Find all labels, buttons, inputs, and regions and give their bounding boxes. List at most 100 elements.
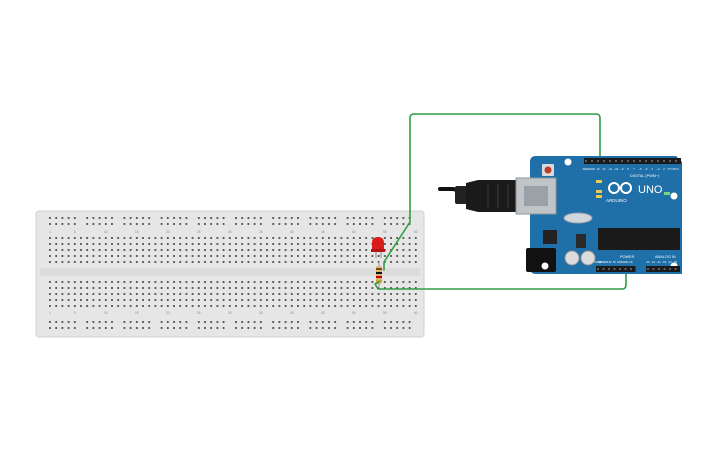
breadboard-hole[interactable] bbox=[290, 261, 293, 263]
breadboard-hole[interactable] bbox=[55, 281, 58, 283]
breadboard-hole[interactable] bbox=[216, 287, 219, 289]
breadboard-hole[interactable] bbox=[73, 261, 76, 263]
breadboard-rail-hole[interactable] bbox=[235, 327, 237, 329]
breadboard-rail-hole[interactable] bbox=[383, 327, 386, 329]
breadboard-hole[interactable] bbox=[86, 255, 89, 257]
breadboard-hole[interactable] bbox=[284, 261, 287, 263]
breadboard-hole[interactable] bbox=[216, 249, 219, 251]
breadboard-hole[interactable] bbox=[340, 249, 343, 251]
breadboard-hole[interactable] bbox=[328, 261, 330, 263]
breadboard-hole[interactable] bbox=[390, 281, 392, 283]
breadboard-rail-hole[interactable] bbox=[111, 223, 113, 225]
breadboard-hole[interactable] bbox=[80, 237, 82, 239]
breadboard-hole[interactable] bbox=[67, 237, 70, 239]
breadboard-rail-hole[interactable] bbox=[352, 327, 355, 329]
breadboard-hole[interactable] bbox=[86, 249, 89, 251]
breadboard-hole[interactable] bbox=[92, 305, 95, 307]
breadboard-hole[interactable] bbox=[49, 237, 51, 239]
breadboard-hole[interactable] bbox=[173, 249, 175, 251]
breadboard-hole[interactable] bbox=[185, 281, 188, 283]
breadboard-rail-hole[interactable] bbox=[216, 321, 219, 323]
breadboard-rail-hole[interactable] bbox=[241, 321, 244, 323]
header-pin[interactable] bbox=[613, 268, 616, 270]
breadboard-hole[interactable] bbox=[166, 255, 169, 257]
breadboard-rail-hole[interactable] bbox=[259, 223, 262, 225]
breadboard-hole[interactable] bbox=[278, 281, 281, 283]
breadboard-rail-hole[interactable] bbox=[111, 321, 113, 323]
breadboard-hole[interactable] bbox=[129, 255, 132, 257]
breadboard-rail-hole[interactable] bbox=[359, 327, 361, 329]
breadboard-hole[interactable] bbox=[185, 293, 188, 295]
breadboard-rail-hole[interactable] bbox=[321, 217, 324, 219]
breadboard-hole[interactable] bbox=[328, 299, 330, 301]
breadboard-hole[interactable] bbox=[191, 299, 194, 301]
breadboard-hole[interactable] bbox=[111, 293, 113, 295]
breadboard-hole[interactable] bbox=[216, 255, 219, 257]
breadboard-hole[interactable] bbox=[290, 281, 293, 283]
breadboard-hole[interactable] bbox=[278, 243, 281, 245]
breadboard-rail-hole[interactable] bbox=[408, 321, 411, 323]
breadboard-hole[interactable] bbox=[55, 287, 58, 289]
breadboard-hole[interactable] bbox=[297, 281, 299, 283]
breadboard-hole[interactable] bbox=[315, 305, 318, 307]
breadboard-hole[interactable] bbox=[179, 243, 182, 245]
breadboard-hole[interactable] bbox=[297, 305, 299, 307]
breadboard-hole[interactable] bbox=[222, 261, 225, 263]
breadboard-rail-hole[interactable] bbox=[49, 321, 51, 323]
breadboard-hole[interactable] bbox=[303, 281, 306, 283]
breadboard-hole[interactable] bbox=[179, 287, 182, 289]
breadboard-hole[interactable] bbox=[290, 305, 293, 307]
breadboard-rail-hole[interactable] bbox=[123, 217, 126, 219]
breadboard-hole[interactable] bbox=[259, 281, 262, 283]
breadboard-hole[interactable] bbox=[123, 249, 126, 251]
breadboard-hole[interactable] bbox=[86, 281, 89, 283]
breadboard-hole[interactable] bbox=[352, 293, 355, 295]
breadboard-hole[interactable] bbox=[309, 255, 312, 257]
breadboard-hole[interactable] bbox=[259, 255, 262, 257]
breadboard-hole[interactable] bbox=[235, 255, 237, 257]
breadboard-rail-hole[interactable] bbox=[321, 223, 324, 225]
breadboard-hole[interactable] bbox=[365, 293, 368, 295]
breadboard-hole[interactable] bbox=[383, 237, 386, 239]
breadboard-hole[interactable] bbox=[61, 281, 64, 283]
breadboard-hole[interactable] bbox=[365, 255, 368, 257]
breadboard-hole[interactable] bbox=[117, 299, 120, 301]
breadboard-hole[interactable] bbox=[334, 255, 337, 257]
breadboard-hole[interactable] bbox=[321, 237, 324, 239]
breadboard-hole[interactable] bbox=[92, 293, 95, 295]
breadboard-rail-hole[interactable] bbox=[185, 223, 188, 225]
breadboard-hole[interactable] bbox=[191, 249, 194, 251]
breadboard-hole[interactable] bbox=[73, 249, 76, 251]
breadboard-hole[interactable] bbox=[129, 287, 132, 289]
breadboard-rail-hole[interactable] bbox=[185, 327, 188, 329]
breadboard-hole[interactable] bbox=[61, 261, 64, 263]
breadboard-hole[interactable] bbox=[328, 287, 330, 289]
breadboard-rail-hole[interactable] bbox=[383, 217, 386, 219]
header-pin[interactable] bbox=[645, 160, 647, 162]
breadboard-hole[interactable] bbox=[359, 305, 361, 307]
breadboard-hole[interactable] bbox=[98, 305, 101, 307]
breadboard-hole[interactable] bbox=[197, 261, 200, 263]
breadboard-rail-hole[interactable] bbox=[402, 223, 405, 225]
breadboard-rail-hole[interactable] bbox=[197, 217, 200, 219]
breadboard-hole[interactable] bbox=[235, 261, 237, 263]
breadboard-hole[interactable] bbox=[352, 249, 355, 251]
breadboard-hole[interactable] bbox=[173, 237, 175, 239]
breadboard-hole[interactable] bbox=[328, 249, 330, 251]
breadboard-hole[interactable] bbox=[92, 281, 95, 283]
breadboard-hole[interactable] bbox=[104, 287, 107, 289]
breadboard-hole[interactable] bbox=[98, 237, 101, 239]
breadboard-hole[interactable] bbox=[179, 255, 182, 257]
breadboard-hole[interactable] bbox=[135, 287, 138, 289]
breadboard-rail-hole[interactable] bbox=[86, 327, 89, 329]
breadboard-hole[interactable] bbox=[371, 281, 374, 283]
breadboard-rail-hole[interactable] bbox=[278, 217, 281, 219]
breadboard-hole[interactable] bbox=[185, 249, 188, 251]
breadboard-hole[interactable] bbox=[297, 287, 299, 289]
breadboard-hole[interactable] bbox=[315, 299, 318, 301]
breadboard-rail-hole[interactable] bbox=[328, 327, 330, 329]
breadboard-hole[interactable] bbox=[98, 243, 101, 245]
breadboard-hole[interactable] bbox=[290, 287, 293, 289]
breadboard-rail-hole[interactable] bbox=[328, 321, 330, 323]
header-pin[interactable] bbox=[639, 160, 641, 162]
